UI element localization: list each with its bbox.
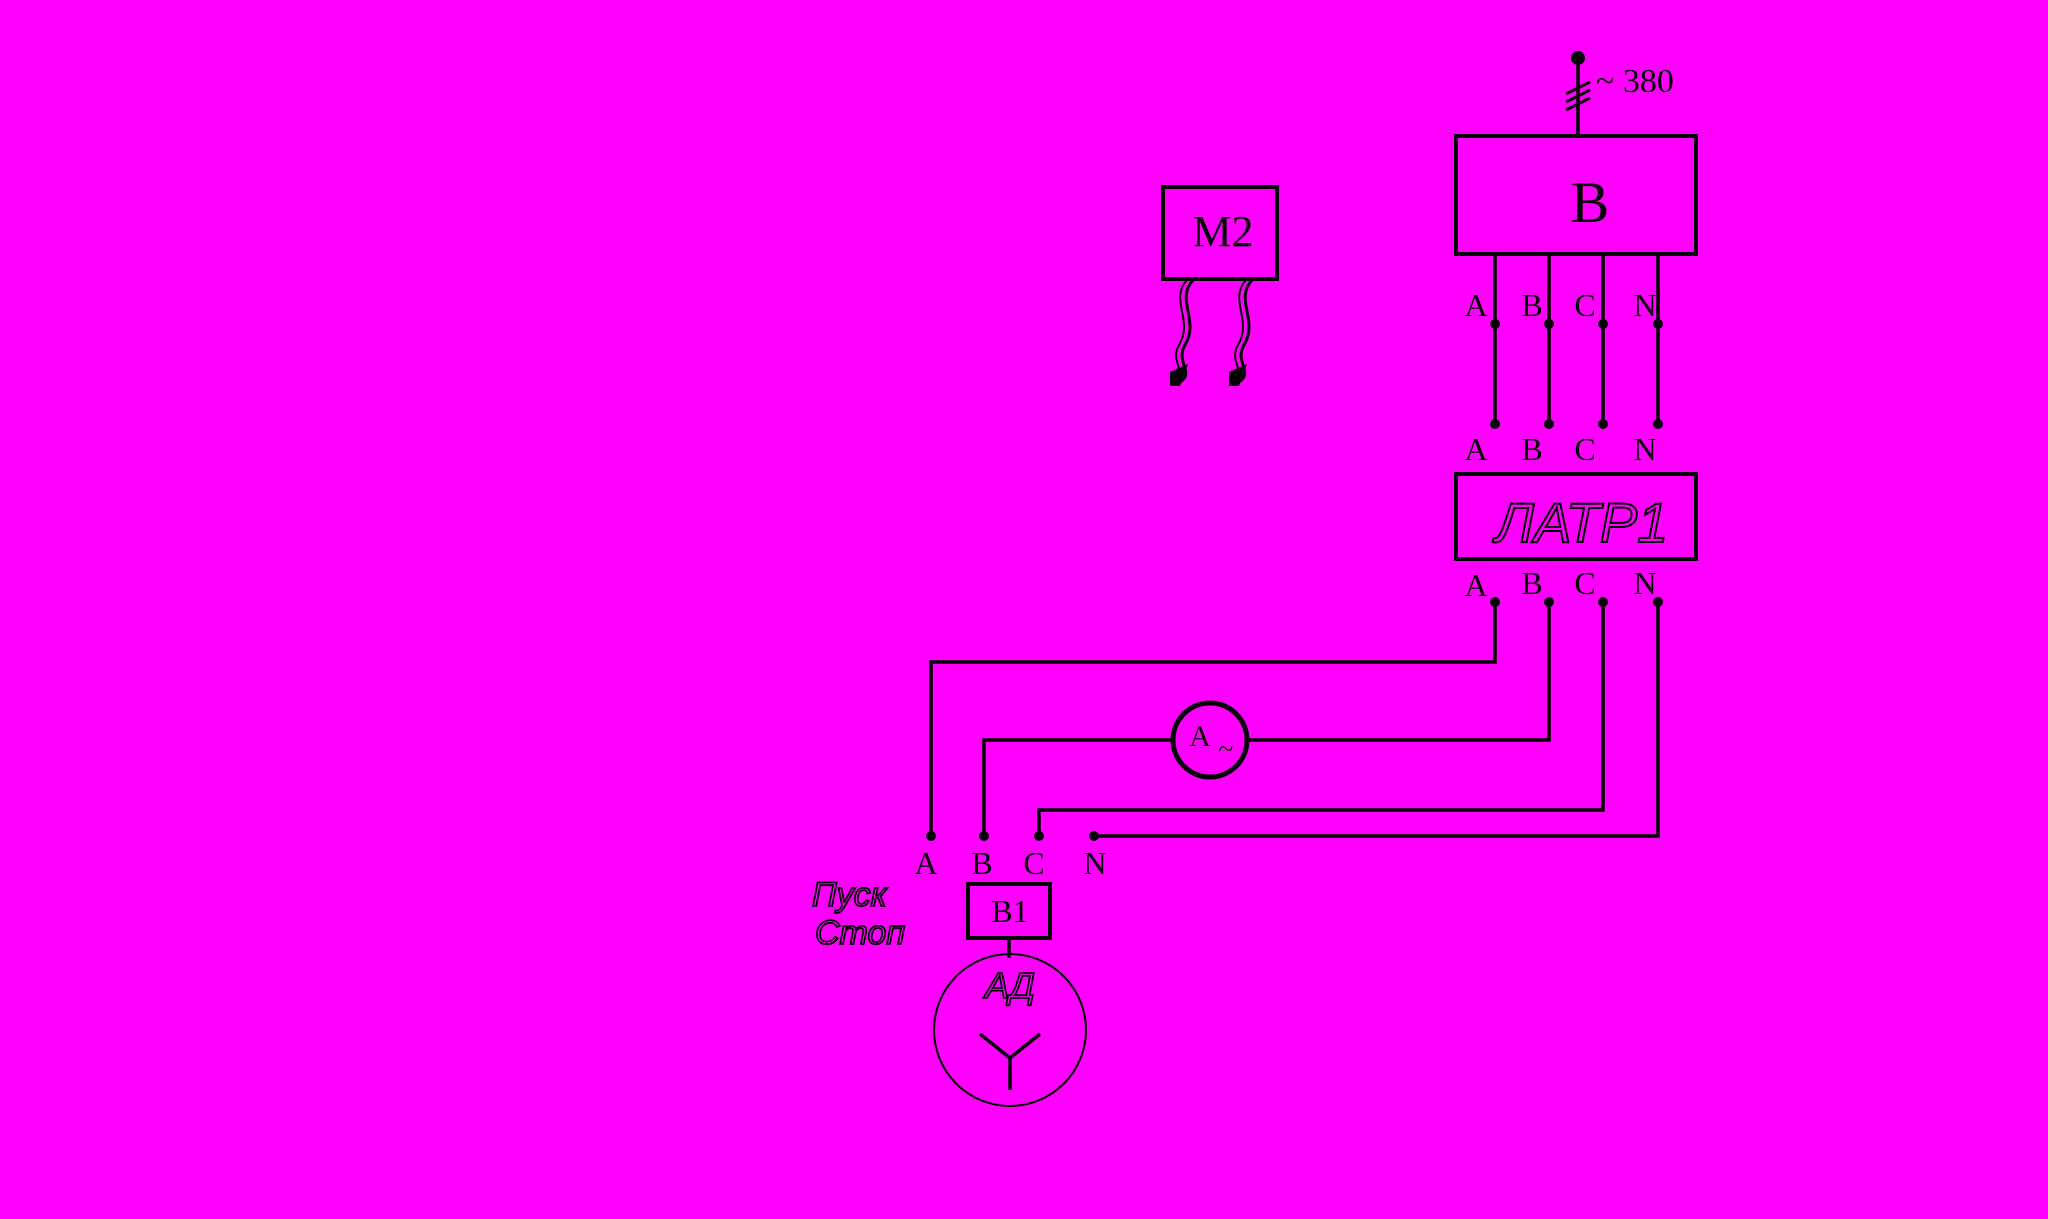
control-labels: Пуск Стоп xyxy=(811,875,906,953)
motor-m2-label: M2 xyxy=(1192,207,1253,256)
breaker-b: B xyxy=(1454,134,1698,256)
latr-out-a: A xyxy=(1464,567,1487,603)
start-label: Пуск xyxy=(812,876,889,914)
ammeter-ac-symbol: ~ xyxy=(1218,734,1233,765)
plug-icon xyxy=(1170,364,1247,386)
induction-motor: АД xyxy=(933,953,1087,1107)
load-in-b: B xyxy=(971,845,992,881)
breaker-out-a: A xyxy=(1464,287,1487,323)
latr-out-c: C xyxy=(1574,565,1595,601)
switch-b1-label: B1 xyxy=(991,893,1028,929)
load-in-c: C xyxy=(1023,845,1044,881)
latr-to-load-wires xyxy=(926,597,1663,841)
motor-m2: M2 xyxy=(1161,185,1279,386)
wye-connection-icon xyxy=(978,1032,1042,1090)
supply-input: ~ 380 xyxy=(1565,51,1674,136)
latr-out-b: B xyxy=(1521,565,1542,601)
latr-in-b: B xyxy=(1521,431,1542,467)
breaker-out-n: N xyxy=(1633,287,1656,323)
load-terminal-labels: A B C N xyxy=(914,845,1106,881)
latr-in-c: C xyxy=(1574,431,1595,467)
ammeter-label: A xyxy=(1189,720,1211,753)
ammeter: A ~ xyxy=(1170,700,1250,780)
latr-in-n: N xyxy=(1633,431,1656,467)
latr-output-labels: A B C N xyxy=(1464,565,1656,603)
breaker-out-c: C xyxy=(1574,287,1595,323)
latr-label: ЛАТР1 xyxy=(1493,491,1669,554)
breaker-to-latr-wires xyxy=(1490,254,1663,429)
latr-in-a: A xyxy=(1464,431,1487,467)
load-in-n: N xyxy=(1083,845,1106,881)
latr-input-labels: A B C N xyxy=(1464,431,1656,467)
load-in-a: A xyxy=(914,845,937,881)
stop-label: Стоп xyxy=(815,914,905,952)
breaker-output-labels: A B C N xyxy=(1464,287,1656,323)
breaker-b-label: B xyxy=(1571,170,1610,235)
latr-out-n: N xyxy=(1633,565,1656,601)
motor-ad-label: АД xyxy=(983,965,1035,1006)
switch-b1: B1 xyxy=(966,882,1052,958)
breaker-out-b: B xyxy=(1521,287,1542,323)
supply-label: ~ 380 xyxy=(1596,63,1674,100)
latr-transformer: ЛАТР1 xyxy=(1454,472,1698,561)
